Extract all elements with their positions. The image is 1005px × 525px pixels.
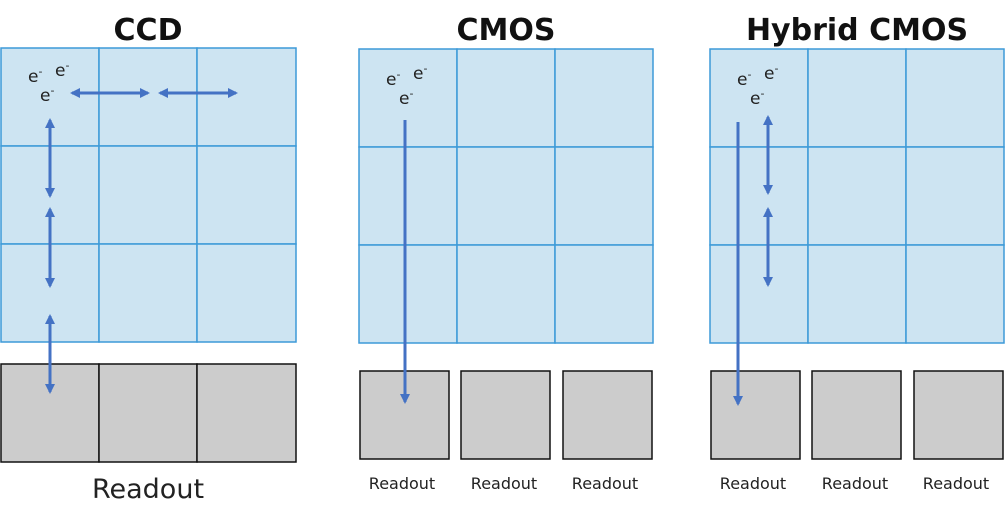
pixel-cell bbox=[196, 243, 297, 343]
readout-cell bbox=[811, 370, 902, 460]
readout-cell bbox=[98, 363, 198, 463]
readout-cell bbox=[562, 370, 653, 460]
pixel-cell bbox=[807, 48, 907, 148]
electron-label: e- bbox=[55, 59, 69, 81]
pixel-cell bbox=[554, 146, 654, 246]
hybrid-transfer-arrows bbox=[733, 115, 773, 406]
pixel-cell bbox=[98, 47, 198, 147]
pixel-cell bbox=[905, 244, 1005, 344]
readout-cell bbox=[710, 370, 801, 460]
electron-label: e- bbox=[28, 65, 42, 87]
hybrid-readout-units bbox=[710, 370, 1004, 460]
hybrid-cmos-title: Hybrid CMOS bbox=[746, 13, 968, 48]
electron-label: e- bbox=[737, 68, 751, 90]
hybrid-readout-label: Readout bbox=[822, 474, 888, 493]
ccd-electrons: e- e- e- bbox=[28, 59, 69, 106]
cmos-panel: CMOS e- e- e- Readout Readout Read bbox=[358, 13, 654, 493]
pixel-cell bbox=[807, 146, 907, 246]
ccd-title: CCD bbox=[114, 13, 183, 48]
pixel-cell bbox=[456, 244, 556, 344]
electron-label: e- bbox=[764, 62, 778, 84]
pixel-cell bbox=[196, 145, 297, 245]
ccd-readout-register bbox=[0, 363, 297, 463]
ccd-pixel-grid bbox=[0, 47, 297, 343]
electron-label: e- bbox=[386, 68, 400, 90]
readout-cell bbox=[196, 363, 297, 463]
pixel-cell bbox=[905, 48, 1005, 148]
pixel-cell bbox=[554, 244, 654, 344]
ccd-panel: CCD e- e- e- R bbox=[0, 13, 297, 505]
pixel-cell bbox=[456, 146, 556, 246]
hybrid-electrons: e- e- e- bbox=[737, 62, 778, 109]
electron-label: e- bbox=[40, 84, 54, 106]
electron-label: e- bbox=[413, 62, 427, 84]
pixel-cell bbox=[358, 48, 458, 148]
pixel-cell bbox=[456, 48, 556, 148]
hybrid-readout-label: Readout bbox=[923, 474, 989, 493]
pixel-cell bbox=[709, 244, 809, 344]
cmos-electrons: e- e- e- bbox=[386, 62, 427, 109]
pixel-cell bbox=[196, 47, 297, 147]
hybrid-readout-label: Readout bbox=[720, 474, 786, 493]
cmos-readout-label: Readout bbox=[471, 474, 537, 493]
pixel-cell bbox=[98, 243, 198, 343]
pixel-cell bbox=[358, 244, 458, 344]
hybrid-cmos-panel: Hybrid CMOS e- e- e- Readout bbox=[709, 13, 1005, 493]
cmos-readout-label: Readout bbox=[572, 474, 638, 493]
hybrid-pixel-grid bbox=[709, 48, 1005, 344]
cmos-pixel-grid bbox=[358, 48, 654, 344]
ccd-readout-label: Readout bbox=[92, 474, 204, 505]
pixel-cell bbox=[709, 146, 809, 246]
readout-cell bbox=[460, 370, 551, 460]
electron-label: e- bbox=[399, 87, 413, 109]
pixel-cell bbox=[98, 145, 198, 245]
cmos-title: CMOS bbox=[457, 13, 556, 48]
cmos-readout-label: Readout bbox=[369, 474, 435, 493]
pixel-cell bbox=[554, 48, 654, 148]
pixel-cell bbox=[358, 146, 458, 246]
readout-cell bbox=[913, 370, 1004, 460]
ccd-transfer-arrows bbox=[45, 88, 238, 394]
electron-label: e- bbox=[750, 87, 764, 109]
pixel-cell bbox=[807, 244, 907, 344]
pixel-cell bbox=[905, 146, 1005, 246]
